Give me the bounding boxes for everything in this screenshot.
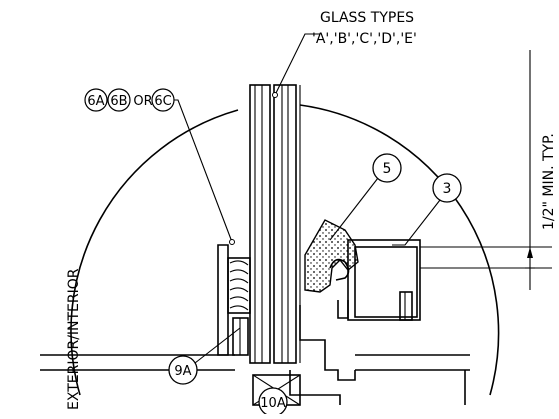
callout-5-circle: [372, 153, 402, 183]
detail-circle-left: [70, 109, 239, 396]
callout-or: OR: [133, 94, 152, 109]
gasket-hook: [329, 258, 350, 281]
leader-9a: [194, 327, 241, 364]
leader-glass-types: [274, 33, 320, 96]
callout-10a: 10A: [260, 396, 286, 411]
callout-3: 3: [443, 181, 452, 197]
callout-5: 5: [383, 161, 392, 177]
dimension-label: 1/2" MIN. TYP.: [541, 133, 557, 230]
callout-6b: 6B: [110, 94, 127, 109]
frame-profile: [299, 239, 421, 381]
callout-6c: 6C: [154, 94, 171, 109]
callout-9a: 9A: [174, 364, 191, 379]
glass-unit: [249, 84, 301, 364]
glass-types-list: 'A','B','C','D','E': [312, 31, 417, 47]
callout-3-circle: [432, 173, 462, 203]
frame-stop-left: [217, 244, 229, 356]
callout-6b-circle: [107, 88, 131, 112]
callout-6a: 6A: [87, 94, 104, 109]
dimension-line: [420, 50, 552, 290]
wedge-gasket: [304, 219, 359, 293]
leader-5: [329, 177, 379, 241]
detail-circle-right: [299, 104, 500, 396]
leader-6-dot: [229, 239, 235, 245]
callout-6a-circle: [84, 88, 108, 112]
exterior-interior-label: EXTERIOR/INTERIOR: [66, 268, 82, 410]
leader-3: [392, 199, 441, 246]
callout-9a-circle: [168, 355, 198, 385]
bottom-channel: [289, 370, 341, 405]
glass-types-title: GLASS TYPES: [320, 10, 414, 26]
shim-block: [232, 317, 249, 356]
leader-6: [174, 99, 233, 243]
callout-6c-circle: [151, 88, 175, 112]
leader-glass-dot: [272, 92, 278, 98]
glazing-tape: [227, 257, 251, 314]
